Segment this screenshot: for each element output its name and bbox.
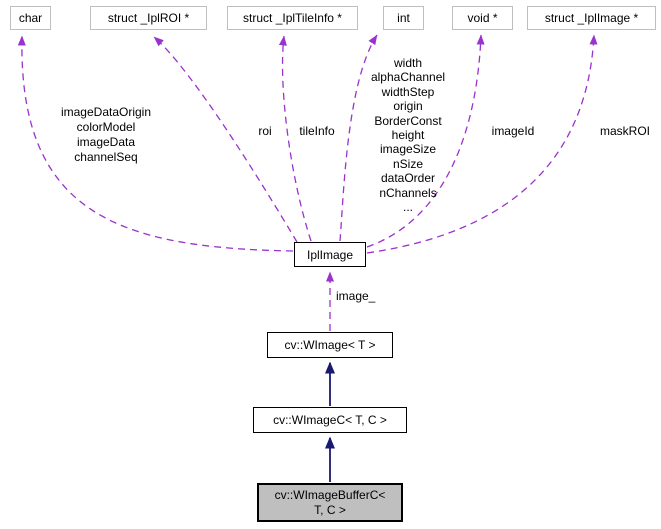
node-struct-ipltileinfo: struct _IplTileInfo * [227, 6, 358, 30]
node-struct-iplroi: struct _IplROI * [90, 6, 207, 30]
edge-label-imageid: imageId [491, 124, 535, 138]
edge-label-image-field: image_ [336, 289, 376, 303]
node-int: int [383, 6, 424, 30]
edge-roi [153, 36, 298, 243]
edge-tileinfo [278, 35, 312, 242]
edge-label-maskroi: maskROI [599, 124, 651, 138]
node-iplimage[interactable]: IplImage [294, 242, 366, 267]
edge-label-roi: roi [258, 124, 272, 138]
edge-label-int-members: width alphaChannel widthStep origin Bord… [370, 56, 446, 215]
node-void-ptr: void * [452, 6, 513, 30]
node-struct-iplimage-ptr: struct _IplImage * [527, 6, 656, 30]
main-node-label-line1: cv::WImageBufferC< [274, 487, 386, 502]
node-cv-wimagebufferc: cv::WImageBufferC< T, C > [257, 483, 403, 522]
node-cv-wimage[interactable]: cv::WImage< T > [267, 332, 393, 358]
node-cv-wimagec[interactable]: cv::WImageC< T, C > [253, 407, 407, 433]
node-char: char [10, 6, 51, 30]
edge-label-char-members: imageDataOrigin colorModel imageData cha… [60, 105, 152, 164]
main-node-label-line2: T, C > [314, 502, 346, 517]
edge-label-tileinfo: tileInfo [299, 124, 335, 138]
